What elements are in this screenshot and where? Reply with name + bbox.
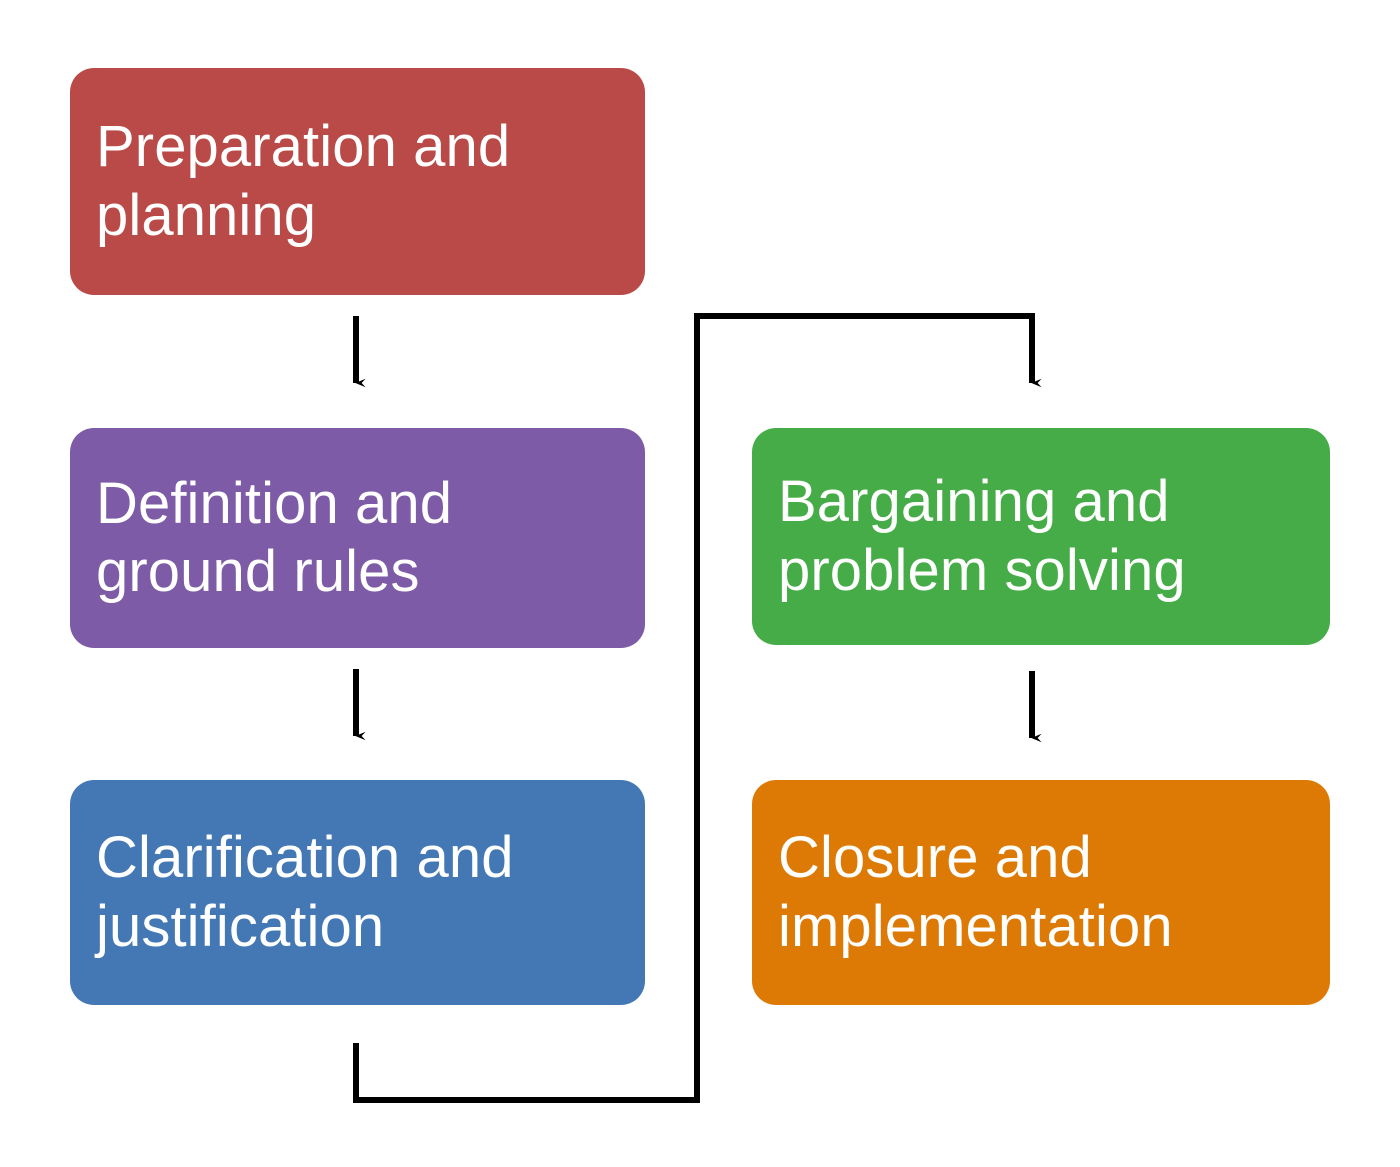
node-label: Closure and implementation [778,825,1173,959]
node-closure-and-implementation[interactable]: Closure and implementation [752,780,1330,1005]
node-preparation-and-planning[interactable]: Preparation and planning [70,68,645,295]
node-label: Clarification and justification [96,825,514,959]
node-label: Bargaining and problem solving [778,469,1186,603]
node-label: Preparation and planning [96,114,511,248]
node-label: Definition and ground rules [96,470,453,604]
node-definition-and-ground-rules[interactable]: Definition and ground rules [70,428,645,648]
node-bargaining-and-problem-solving[interactable]: Bargaining and problem solving [752,428,1330,645]
node-clarification-and-justification[interactable]: Clarification and justification [70,780,645,1005]
